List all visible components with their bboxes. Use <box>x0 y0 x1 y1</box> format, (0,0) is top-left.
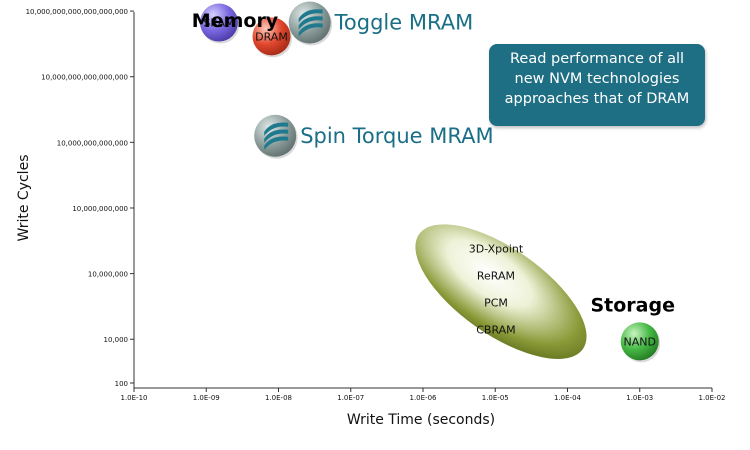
toggle-mram-label: Toggle MRAM <box>334 11 474 35</box>
y-tick-label: 100 <box>115 380 128 388</box>
spin-torque-mram-label: Spin Torque MRAM <box>300 124 493 148</box>
nand-point: NAND <box>620 322 661 363</box>
x-axis-title: Write Time (seconds) <box>347 412 495 428</box>
mram-logo-icon <box>298 9 323 37</box>
technology-bubbles: SRAM DRAM Toggle MRAM Spin Torque MRAM NAND <box>199 1 661 363</box>
cluster-label-pcm: PCM <box>484 297 508 310</box>
toggle-mram-bubble <box>288 1 331 44</box>
y-tick-label: 10,000,000 <box>88 271 128 279</box>
callout-line-2: new NVM technologies <box>514 71 680 87</box>
x-tick-label: 1.0E-09 <box>193 394 220 402</box>
nand-label: NAND <box>624 335 656 348</box>
y-axis-title: Write Cycles <box>16 155 32 242</box>
cluster-ellipse <box>415 224 587 359</box>
callout-line-3: approaches that of DRAM <box>504 91 690 107</box>
group-label-memory: Memory <box>192 10 279 32</box>
x-tick-label: 1.0E-03 <box>626 394 653 402</box>
cluster-label-cbram: CBRAM <box>476 324 515 337</box>
callout-box: Read performance of all new NVM technolo… <box>489 44 705 126</box>
sram-point: SRAM <box>199 3 240 44</box>
spin-torque-mram-bubble <box>254 114 297 157</box>
x-tick-label: 1.0E-06 <box>410 394 438 402</box>
y-tick-label: 10,000 <box>104 336 129 344</box>
mram-logo-icon <box>264 122 289 150</box>
spin-torque-mram-point: Spin Torque MRAM <box>254 114 494 159</box>
cluster-label-reram: ReRAM <box>477 270 515 283</box>
x-tick-label: 1.0E-02 <box>699 394 726 402</box>
x-axis-ticks: 1.0E-10 1.0E-09 1.0E-08 1.0E-07 1.0E-06 1.0E-… <box>121 388 726 402</box>
toggle-mram-point: Toggle MRAM <box>288 1 474 46</box>
cluster-label-3d-xpoint: 3D-Xpoint <box>469 243 524 256</box>
x-tick-label: 1.0E-05 <box>482 394 509 402</box>
y-tick-label: 10,000,000,000,000,000 <box>41 74 128 82</box>
y-tick-label: 10,000,000,000,000,000,000 <box>26 8 128 16</box>
y-axis-ticks: 100 10,000 10,000,000 10,000,000,000 10,000,… <box>26 8 134 388</box>
dram-bubble <box>252 17 291 56</box>
y-tick-label: 10,000,000,000,000 <box>57 139 128 147</box>
x-tick-label: 1.0E-04 <box>554 394 582 402</box>
sram-label: SRAM <box>203 17 234 30</box>
sram-bubble <box>199 3 238 42</box>
callout-line-1: Read performance of all <box>509 51 685 67</box>
group-label-storage: Storage <box>590 294 675 316</box>
dram-label: DRAM <box>255 30 288 43</box>
dram-point: DRAM <box>252 17 292 58</box>
x-tick-label: 1.0E-10 <box>121 394 148 402</box>
x-tick-label: 1.0E-07 <box>337 394 364 402</box>
y-tick-label: 10,000,000,000 <box>72 205 128 213</box>
nand-bubble <box>620 322 659 361</box>
x-tick-label: 1.0E-08 <box>265 394 292 402</box>
